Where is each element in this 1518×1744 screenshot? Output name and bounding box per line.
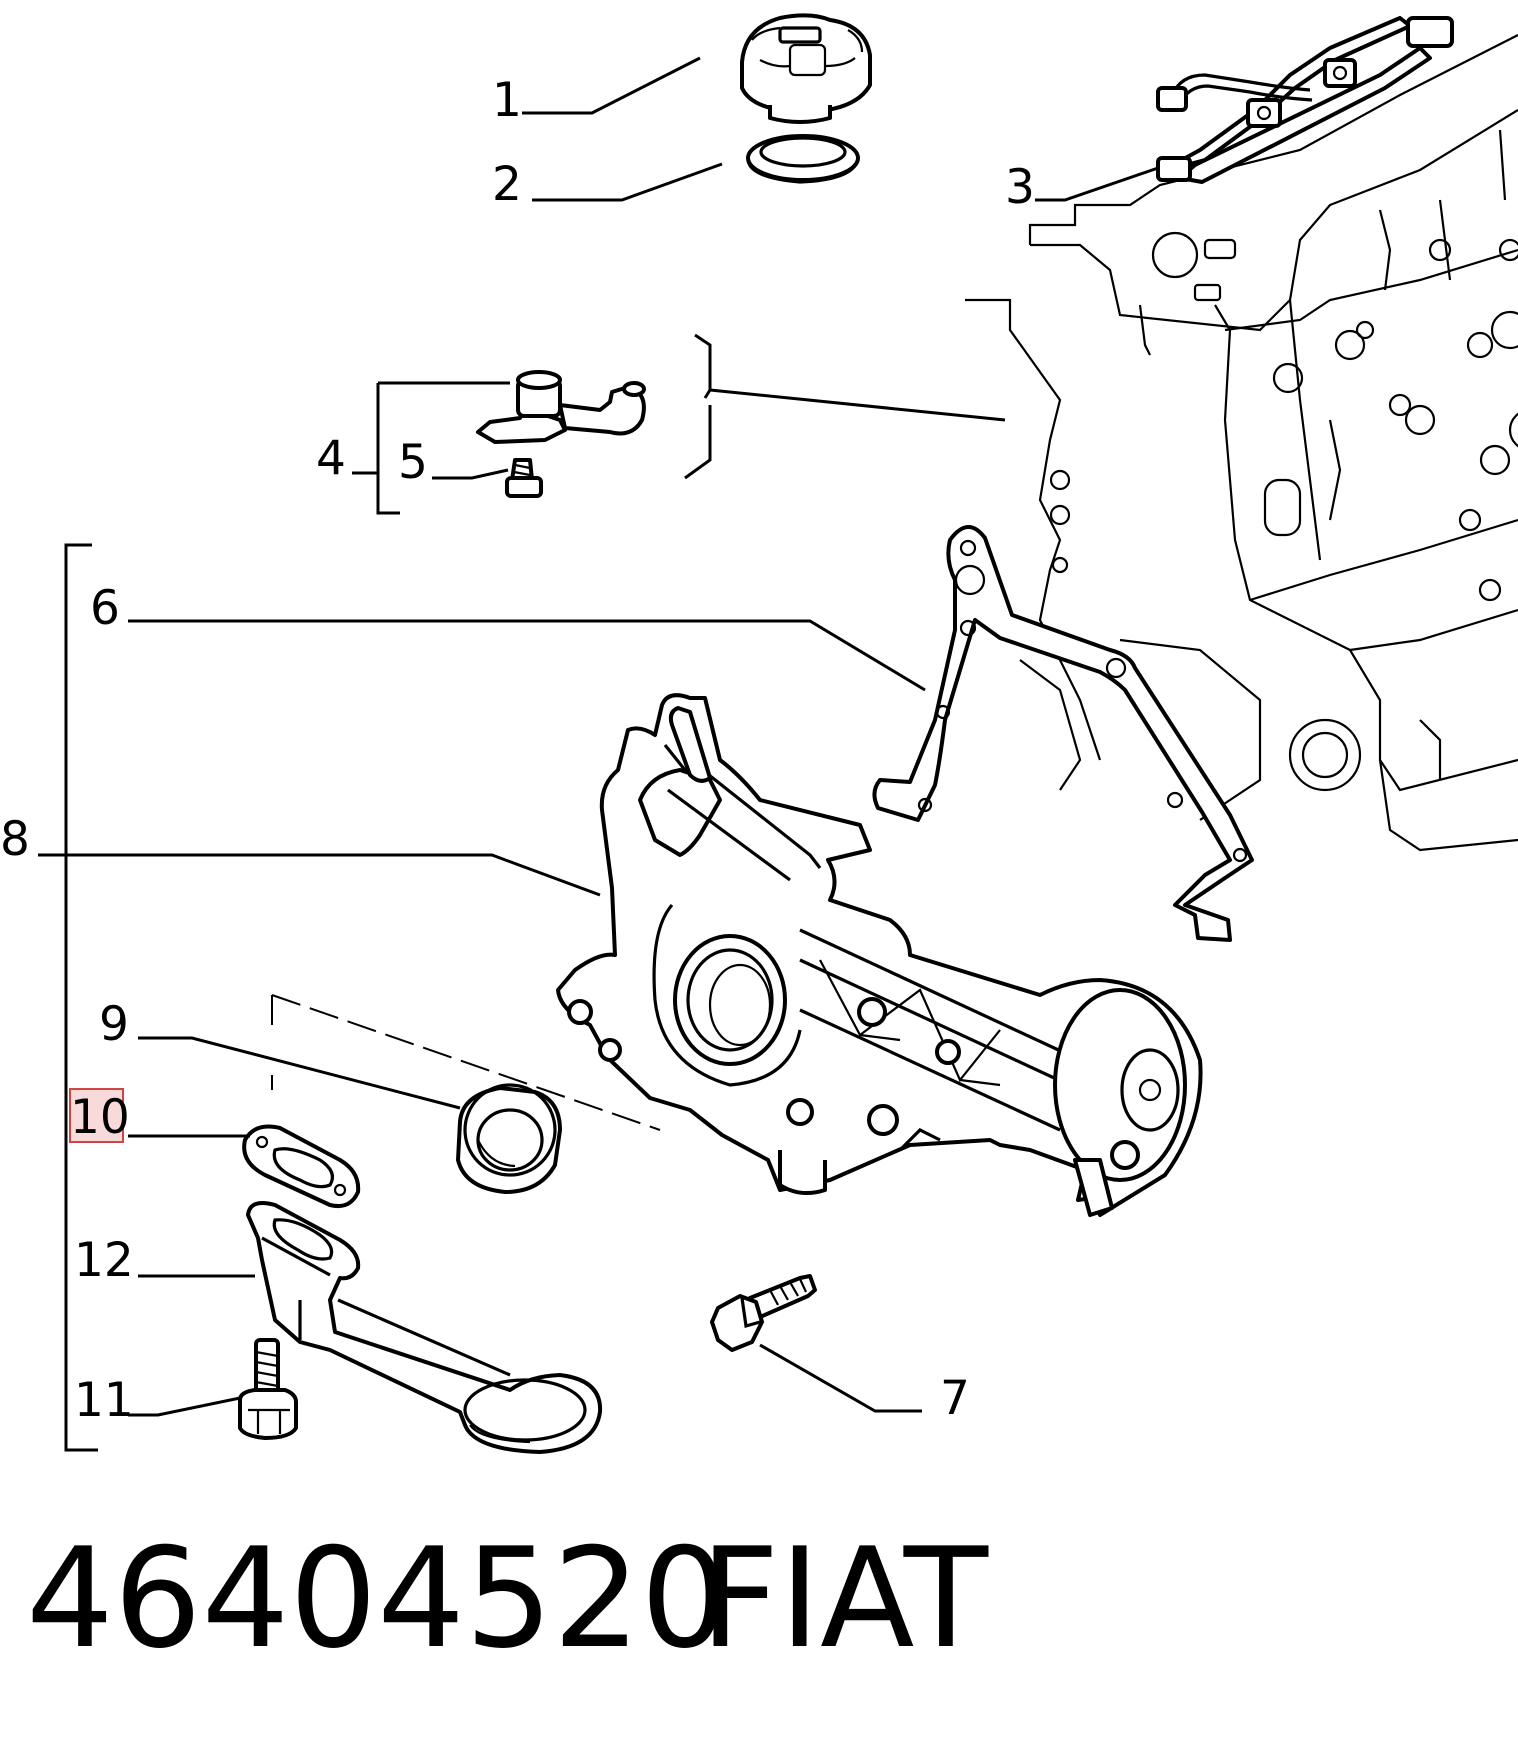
sensor-screw xyxy=(505,458,543,498)
leader-9 xyxy=(138,1036,461,1110)
callout-1: 1 xyxy=(492,73,522,128)
flange-gasket xyxy=(242,1124,361,1209)
callout-7: 7 xyxy=(940,1371,970,1426)
callout-11: 11 xyxy=(74,1373,134,1428)
leader-2 xyxy=(532,162,723,202)
group-bracket-8 xyxy=(64,543,98,1452)
leader-11 xyxy=(128,1396,241,1417)
front-cover-gasket xyxy=(872,525,1254,942)
oil-pickup-pipe xyxy=(246,1201,603,1454)
leader-1 xyxy=(522,56,701,115)
pickup-bolt xyxy=(238,1338,298,1440)
engine-block xyxy=(965,34,1518,852)
oil-pump-housing xyxy=(556,693,1203,1217)
leader-4-bracket xyxy=(352,381,510,515)
callout-6: 6 xyxy=(90,581,120,636)
leader-8 xyxy=(38,853,601,897)
callout-5: 5 xyxy=(398,435,428,490)
leader-lines xyxy=(38,56,1159,1452)
pump-bolt xyxy=(710,1274,817,1352)
callout-9: 9 xyxy=(99,997,129,1052)
sensor-bracket xyxy=(476,370,646,444)
brand-name: FIAT xyxy=(700,1518,989,1679)
leader-7 xyxy=(759,1343,922,1413)
callout-12: 12 xyxy=(74,1233,134,1288)
leader-6 xyxy=(128,619,926,692)
leader-5 xyxy=(432,468,509,480)
callout-8: 8 xyxy=(0,812,30,867)
leader-3 xyxy=(1035,166,1159,202)
oil-seal xyxy=(456,1083,562,1194)
oil-filler-cap xyxy=(740,13,872,124)
callout-4: 4 xyxy=(316,431,346,486)
seal-ring xyxy=(746,134,860,184)
wiring-harness xyxy=(1156,16,1454,184)
callout-10: 10 xyxy=(70,1090,130,1145)
part-number: 46404520 xyxy=(26,1518,728,1679)
reference-lines xyxy=(271,333,1006,1131)
callout-numbers: 1 2 3 4 5 6 7 8 9 10 12 11 xyxy=(0,73,1035,1428)
callout-2: 2 xyxy=(492,157,522,212)
callout-3: 3 xyxy=(1005,160,1035,215)
callout-10-highlight xyxy=(69,1088,124,1143)
